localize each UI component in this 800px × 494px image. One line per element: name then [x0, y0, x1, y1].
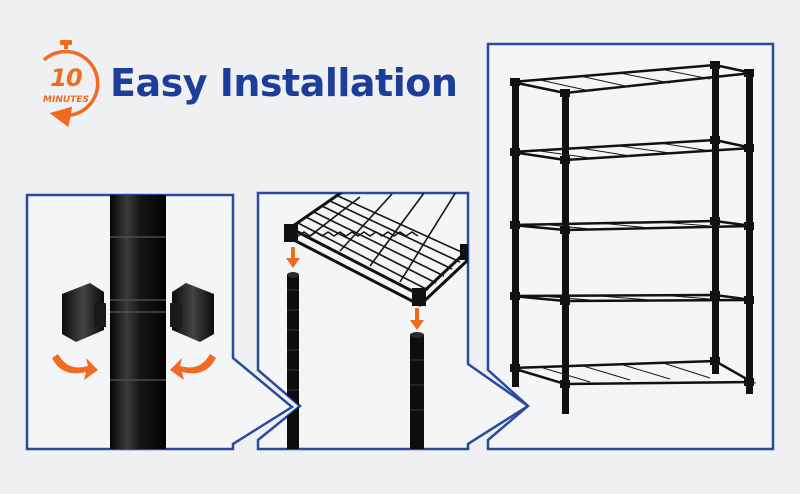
down-arrow-icon	[286, 247, 424, 330]
stopwatch-icon: 10 MINUTES	[30, 45, 102, 117]
page-title: Easy Installation	[110, 61, 458, 105]
clip-icon-right	[170, 283, 214, 342]
rotate-arrow-icon-left	[52, 354, 98, 380]
badge-number: 10	[50, 64, 82, 92]
badge-unit: MINUTES	[43, 95, 89, 105]
shelving-unit-icon	[510, 61, 757, 414]
rotate-arrow-icon-right	[170, 354, 216, 380]
clip-icon-left	[62, 283, 106, 342]
